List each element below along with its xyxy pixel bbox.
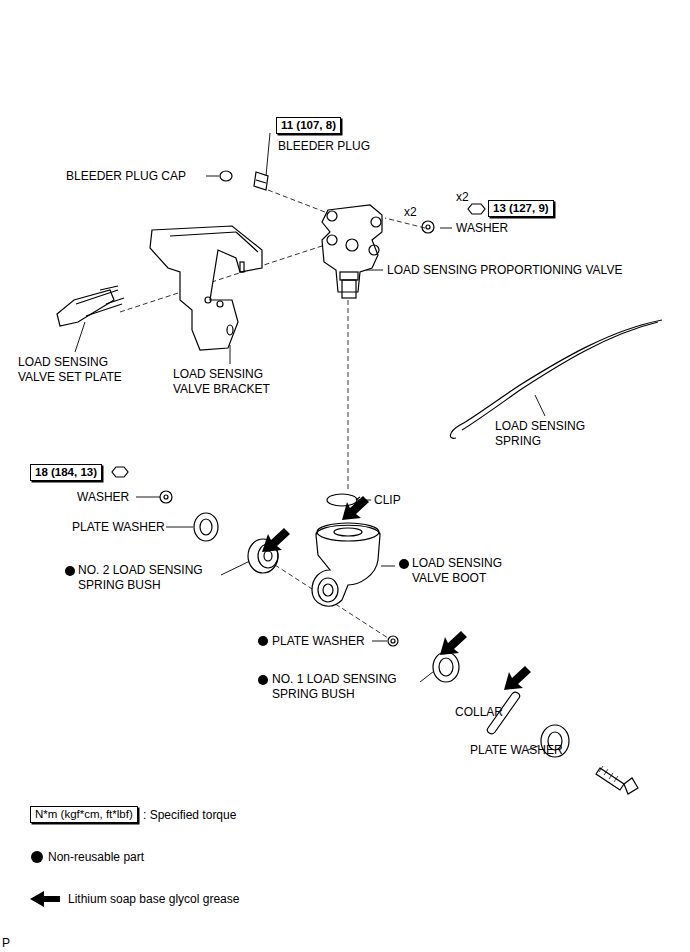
torque-spec: 18 (184, 13) xyxy=(30,464,102,481)
part-label: LOAD SENSING SPRING xyxy=(495,419,605,449)
part-label: WASHER xyxy=(77,490,129,505)
part-label: LOAD SENSING VALVE BOOT xyxy=(412,556,524,586)
legend-torque-box: N*m (kgf*cm, ft*lbf) xyxy=(30,806,138,823)
torque-value: 13 (127, 9) xyxy=(493,202,549,215)
part-label: PLATE WASHER xyxy=(272,634,365,649)
legend-text: Non-reusable part xyxy=(48,850,144,865)
torque-value: 18 (184, 13) xyxy=(35,466,97,479)
part-label: P xyxy=(2,936,10,951)
part-label: x2 xyxy=(404,205,417,220)
part-label: WASHER xyxy=(456,221,508,236)
part-label: PLATE WASHER xyxy=(470,743,563,758)
part-label: NO. 2 LOAD SENSING SPRING BUSH xyxy=(78,563,220,593)
torque-spec: 13 (127, 9) xyxy=(488,200,554,217)
legend-text: : Specified torque xyxy=(143,808,236,823)
part-label: LOAD SENSING VALVE BRACKET xyxy=(173,367,285,397)
part-label: LOAD SENSING VALVE SET PLATE xyxy=(18,355,130,385)
part-label: BLEEDER PLUG xyxy=(278,139,370,154)
part-label: BLEEDER PLUG CAP xyxy=(66,169,186,184)
legend-text: Lithium soap base glycol grease xyxy=(68,892,239,907)
torque-value: N*m (kgf*cm, ft*lbf) xyxy=(35,808,133,821)
part-label: LOAD SENSING PROPORTIONING VALVE xyxy=(387,263,622,278)
torque-spec: 11 (107, 8) xyxy=(276,117,341,134)
torque-value: 11 (107, 8) xyxy=(281,119,336,132)
part-label: COLLAR xyxy=(455,705,503,720)
part-label: CLIP xyxy=(374,493,401,508)
part-label: NO. 1 LOAD SENSING SPRING BUSH xyxy=(272,672,414,702)
part-label: x2 xyxy=(456,190,469,205)
part-label: PLATE WASHER xyxy=(72,520,165,535)
